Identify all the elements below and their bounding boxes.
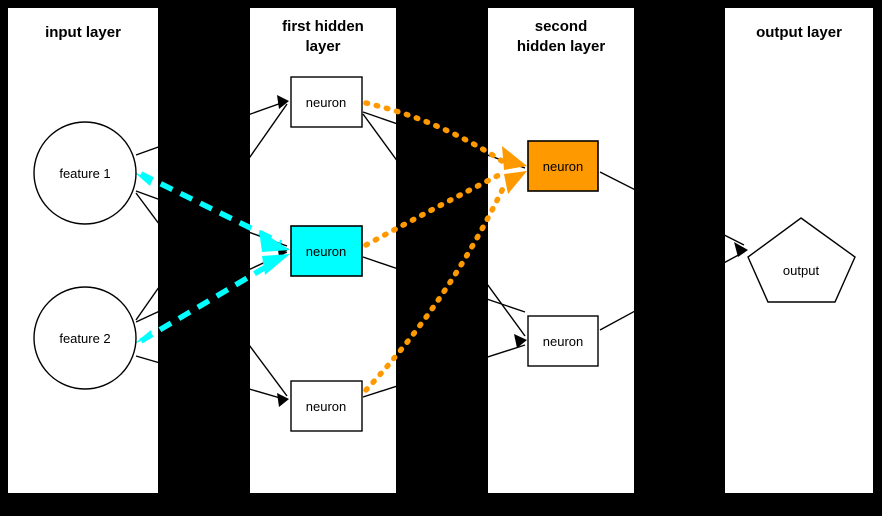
arrowhead-icon-cyan-feature2 [134, 330, 152, 344]
edge-h2top-to-output [599, 171, 745, 246]
title-hidden-layer-2-line2: hidden layer [517, 38, 606, 55]
arrowhead-icon-cyan-neuron-upper [259, 230, 290, 252]
edge-feature2-to-h1mid [135, 251, 288, 323]
node-feature-2[interactable]: feature 2 [33, 286, 137, 390]
edge-h1bottom-to-h2bottom [362, 344, 526, 398]
edge-orange-h1top-to-h2top [363, 100, 508, 166]
rect-node-icon-highlighted [527, 140, 599, 192]
circle-node-icon [33, 286, 137, 390]
edge-h1mid-to-h2bottom [362, 256, 526, 313]
edge-h2bottom-to-output [599, 251, 745, 331]
title-hidden-layer-2-line1: second [535, 18, 588, 35]
title-output-layer: output layer [756, 24, 842, 41]
edge-feature2-to-h1top [135, 103, 288, 321]
node-label-feature-2: feature 2 [59, 331, 110, 346]
node-h2-bottom[interactable]: neuron [527, 315, 599, 367]
node-h1-top[interactable]: neuron [290, 76, 363, 128]
edge-feature1-to-h1bottom [135, 192, 288, 397]
node-output[interactable]: output [747, 217, 856, 303]
edge-orange-h1mid-to-h2top [363, 169, 508, 248]
rect-node-icon-highlighted [290, 225, 363, 277]
edge-h1top-to-h2top [362, 111, 526, 169]
arrowhead-icon-cyan-neuron-lower [262, 254, 290, 275]
node-label-output: output [783, 263, 820, 278]
node-h2-top[interactable]: neuron [527, 140, 599, 192]
pentagon-node-icon [747, 217, 856, 303]
arrowhead-icon-h1bottom [277, 393, 289, 407]
arrowhead-icon-output [734, 242, 748, 257]
arrowhead-icon-orange-lower [504, 171, 527, 194]
arrowhead-icon-h2bottom [514, 334, 527, 348]
circle-node-icon [33, 121, 137, 225]
edge-cyan-feature2-h1mid [139, 255, 283, 344]
node-label-h2-bottom: neuron [543, 334, 583, 349]
edge-orange-h1bottom-to-h2top [363, 179, 509, 393]
rect-node-icon [527, 315, 599, 367]
node-label-h1-top: neuron [306, 95, 346, 110]
node-label-h1-bottom: neuron [306, 399, 346, 414]
panel-hidden-layer-2 [488, 8, 634, 493]
arrowhead-icon-orange-upper [502, 146, 527, 170]
title-hidden-layer-1-line2: layer [305, 38, 340, 55]
arrowhead-icon-h1top [277, 95, 289, 109]
title-input-layer: input layer [45, 24, 121, 41]
edge-h1top-to-h2bottom [362, 113, 526, 337]
node-h1-mid[interactable]: neuron [290, 225, 363, 277]
node-h1-bottom[interactable]: neuron [290, 380, 363, 432]
node-label-h2-top: neuron [543, 159, 583, 174]
edge-cyan-feature1-h1mid [139, 171, 283, 246]
node-label-h1-mid: neuron [306, 244, 346, 259]
rect-node-icon [290, 76, 363, 128]
node-feature-1[interactable]: feature 1 [33, 121, 137, 225]
rect-node-icon [290, 380, 363, 432]
arrowhead-icon-cyan-feature1 [134, 172, 152, 186]
panel-input-layer [8, 8, 158, 493]
title-hidden-layer-1-line1: first hidden [282, 18, 364, 35]
edge-feature1-to-h1top [135, 100, 288, 156]
edge-feature2-to-h1bottom [135, 355, 288, 401]
node-label-feature-1: feature 1 [59, 166, 110, 181]
